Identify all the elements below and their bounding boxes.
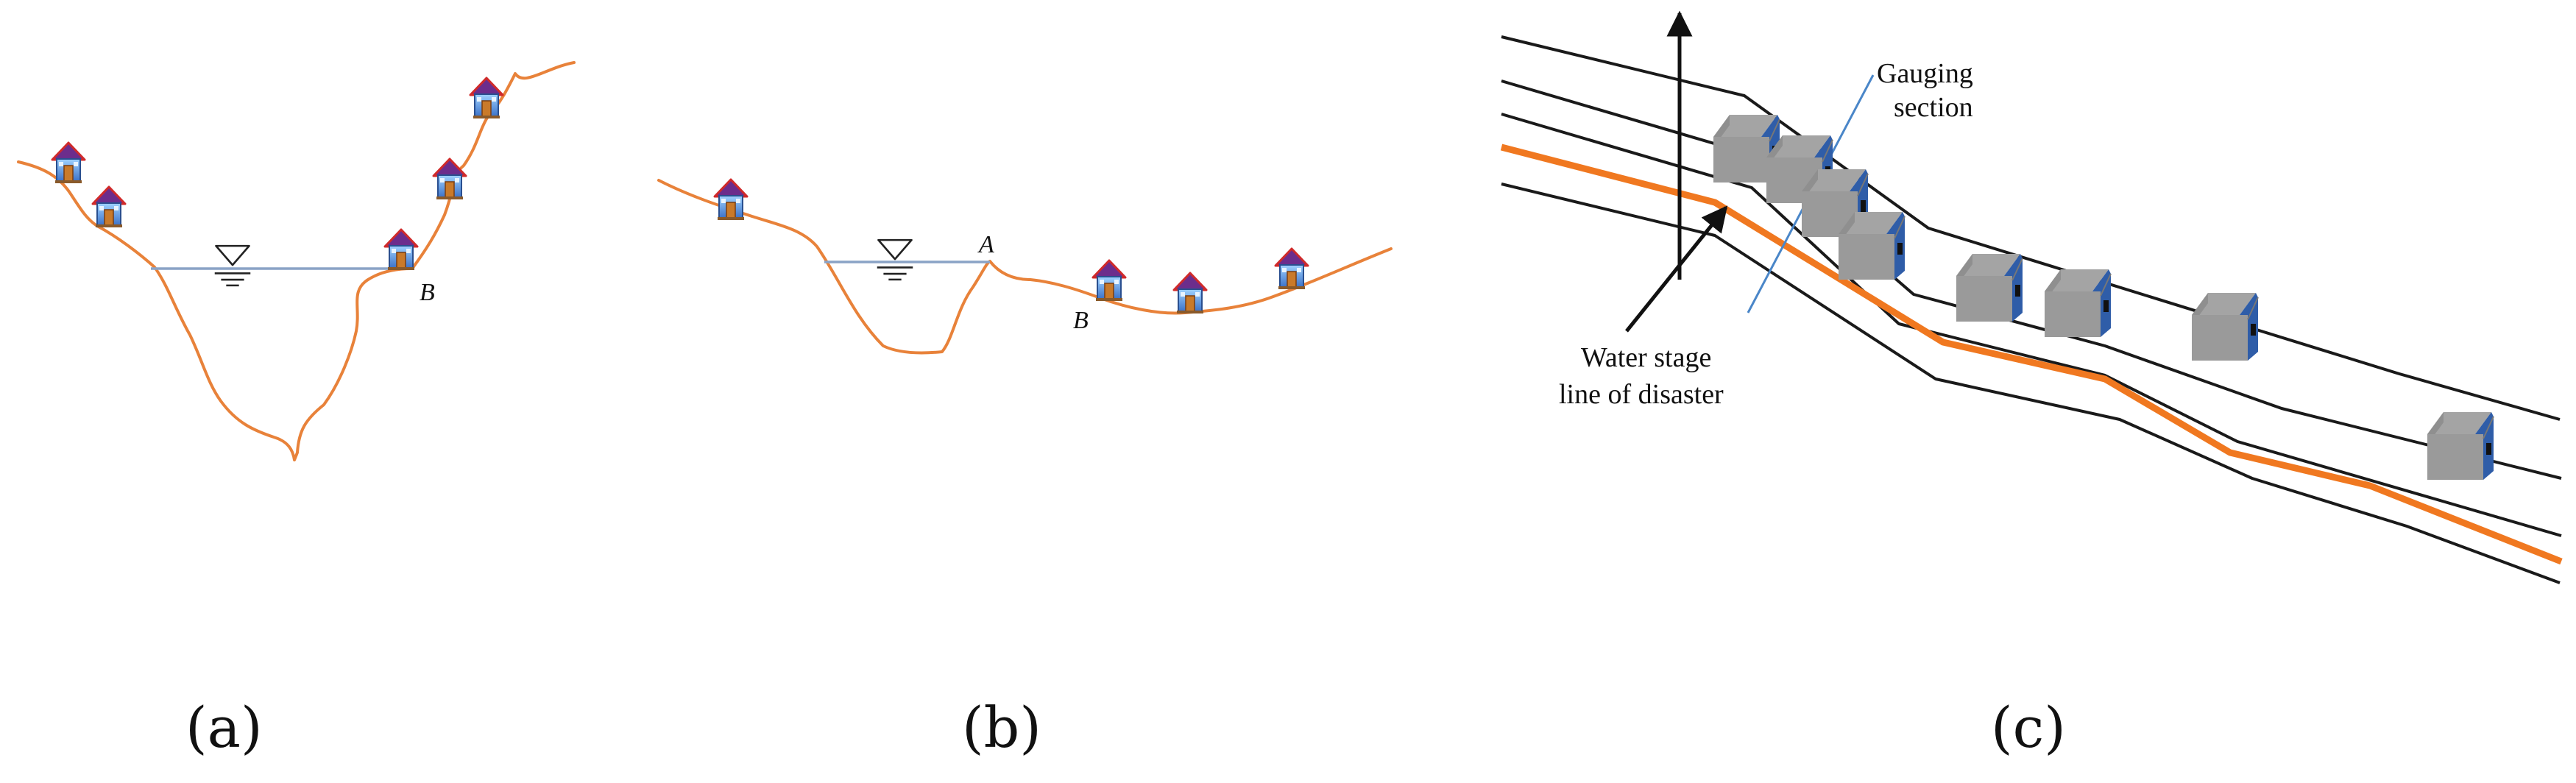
terrain-profile-a — [17, 61, 576, 461]
house-icon — [1091, 259, 1127, 302]
point-b-label-a: B — [420, 279, 435, 306]
profile-line-3 — [1501, 113, 2562, 537]
disaster-water-stage-line — [1500, 144, 2563, 565]
profile-line-5 — [1501, 183, 2561, 584]
panel-b: A B (b) — [657, 178, 1393, 760]
house-icon — [383, 228, 419, 271]
house-icon — [713, 178, 749, 221]
house-icon — [432, 157, 467, 200]
house-3d-icon — [2044, 269, 2112, 338]
gauging-label-line1: Gauging — [1877, 58, 1973, 89]
pointer-arrow — [1625, 205, 1728, 333]
house-icon — [91, 185, 127, 228]
panel-a: B (a) — [17, 61, 576, 760]
point-a-label-b: A — [977, 231, 994, 258]
profile-line-1 — [1501, 35, 2561, 421]
house-3d-icon — [2191, 292, 2259, 361]
house-icon — [469, 77, 504, 119]
point-b-label-b: B — [1073, 307, 1089, 334]
caption-c: (c) — [1991, 695, 2066, 760]
house-3d-icon — [2427, 411, 2494, 481]
water-level-symbol — [213, 244, 252, 287]
caption-a: (a) — [185, 695, 263, 760]
caption-b: (b) — [962, 695, 1041, 760]
gauging-label-line2: section — [1894, 92, 1973, 123]
house-icon — [51, 141, 86, 184]
water-stage-label-line1: Water stage — [1581, 342, 1711, 373]
house-icon — [1274, 247, 1309, 290]
house-icon — [1172, 272, 1208, 314]
water-stage-label-line2: line of disaster — [1559, 379, 1724, 410]
water-level-symbol — [876, 238, 914, 281]
house-3d-icon — [1838, 211, 1906, 280]
panel-c: Gauging section Water stage line of disa… — [1500, 10, 2563, 760]
profile-line-2 — [1501, 79, 2562, 480]
house-3d-icon — [1956, 253, 2023, 322]
terrain-profile-b — [657, 179, 1393, 355]
